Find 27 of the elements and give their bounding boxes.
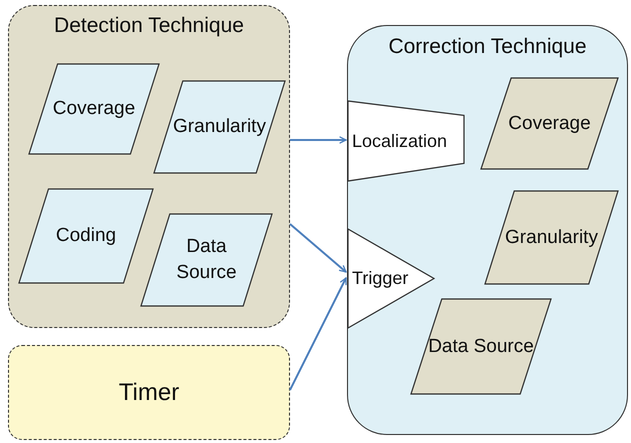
group-title: Detection Technique (53, 14, 245, 38)
group-panel (347, 25, 628, 435)
triangle-shape (348, 229, 434, 328)
shape-label: Localization (352, 130, 448, 153)
parallelogram-shape (485, 191, 618, 284)
shape-label: Data Source (175, 235, 238, 285)
shape-label: Coverage (52, 97, 136, 122)
dashed-box (8, 345, 290, 440)
arrow (289, 223, 347, 273)
parallelogram-shape (154, 81, 285, 173)
shape-label: Granularity (173, 115, 266, 140)
parallelogram-shape (141, 214, 272, 306)
group-title: Correction Technique (387, 35, 588, 59)
trapezoid-shape (348, 101, 464, 181)
arrow (289, 277, 347, 390)
parallelogram-shape (19, 189, 153, 283)
shape-label: Coverage (508, 112, 591, 136)
box-label: Timer (118, 378, 180, 408)
parallelogram-shape (411, 299, 551, 394)
shape-label: Trigger (352, 267, 408, 290)
dashed-group-box (8, 5, 290, 328)
parallelogram-shape (481, 78, 618, 169)
arrow (290, 136, 347, 144)
shape-label: Data Source (428, 334, 534, 359)
shape-label: Coding (56, 224, 116, 248)
shape-label: Granularity (505, 226, 598, 250)
parallelogram-shape (29, 64, 159, 154)
